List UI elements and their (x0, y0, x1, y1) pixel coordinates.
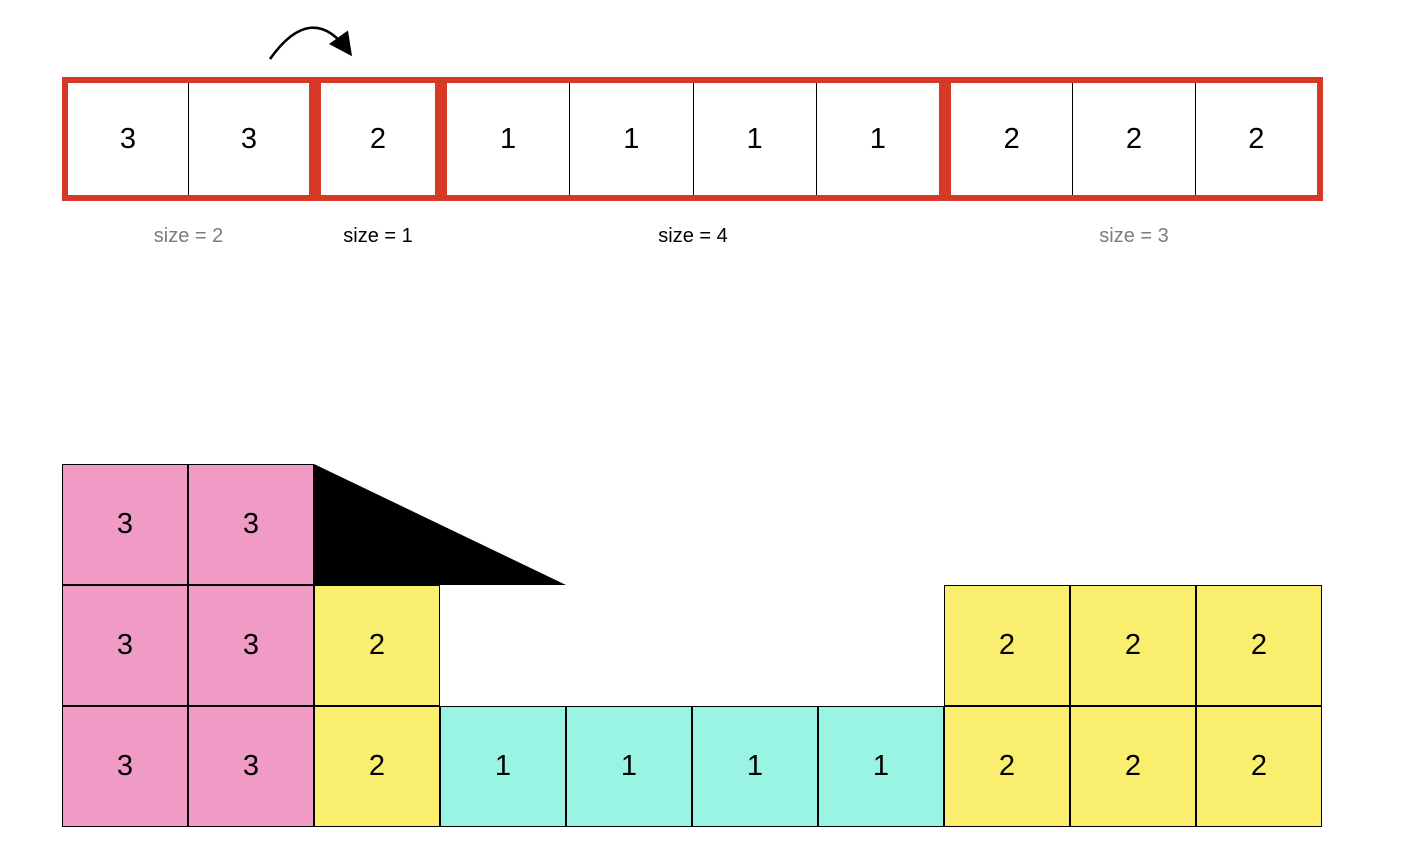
hist-cell: 2 (314, 706, 440, 827)
array-cell: 3 (119, 122, 137, 155)
hist-cell-empty (692, 464, 818, 585)
hist-cell-empty (1196, 464, 1322, 585)
hist-cell: 3 (62, 706, 188, 827)
hist-cell: 2 (314, 585, 440, 706)
group-size-label: size = 2 (153, 225, 224, 247)
hist-cell-empty (944, 464, 1070, 585)
group-size-label: size = 4 (658, 225, 728, 247)
hist-cell-empty (440, 585, 566, 706)
hist-cell: 2 (1070, 706, 1196, 827)
hist-cell-empty (1070, 464, 1196, 585)
array-cell: 2 (1072, 83, 1194, 195)
array-group-size-4: 1 1 1 1 (441, 77, 945, 201)
array-cell: 1 (815, 83, 939, 195)
array-cell: 2 (369, 122, 387, 155)
group-size-label: size = 1 (343, 225, 413, 247)
hist-cell-empty (566, 464, 692, 585)
hist-cell-empty (818, 585, 944, 706)
array-group-size-2: 3 3 (62, 77, 315, 201)
array-cell: 2 (1194, 83, 1317, 195)
hist-cell: 1 (566, 706, 692, 827)
hist-cell: 2 (944, 585, 1070, 706)
array-cell: 1 (692, 83, 816, 195)
array-cell: 1 (569, 83, 692, 195)
array-cell: 3 (188, 83, 309, 195)
hist-cell: 1 (440, 706, 566, 827)
array-group-size-1: 2 (315, 77, 441, 201)
histogram-row-middle: 3 3 2 2 2 2 (62, 585, 1322, 706)
hist-cell: 3 (62, 464, 188, 585)
hist-cell-empty (692, 585, 818, 706)
array-cell: 1 (500, 122, 517, 155)
hist-cell: 2 (1196, 706, 1322, 827)
histogram-row-top: 3 3 (62, 464, 1322, 585)
histogram-row-bottom: 3 3 2 1 1 1 1 2 2 2 (62, 706, 1322, 827)
hist-cell: 3 (188, 585, 314, 706)
hist-cell: 3 (188, 706, 314, 827)
hist-cell: 1 (692, 706, 818, 827)
merge-arrow-icon (268, 26, 353, 60)
hist-cell: 2 (1070, 585, 1196, 706)
array-group-size-3: 2 2 2 (945, 77, 1323, 201)
hist-cell: 3 (62, 585, 188, 706)
hist-cell: 3 (188, 464, 314, 585)
hist-cell: 2 (944, 706, 1070, 827)
hist-cell-empty (566, 585, 692, 706)
array-cell: 2 (1003, 122, 1020, 155)
hist-cell-empty (818, 464, 944, 585)
hist-cell: 2 (1196, 585, 1322, 706)
group-size-label: size = 3 (1099, 225, 1169, 247)
hist-cell: 1 (818, 706, 944, 827)
